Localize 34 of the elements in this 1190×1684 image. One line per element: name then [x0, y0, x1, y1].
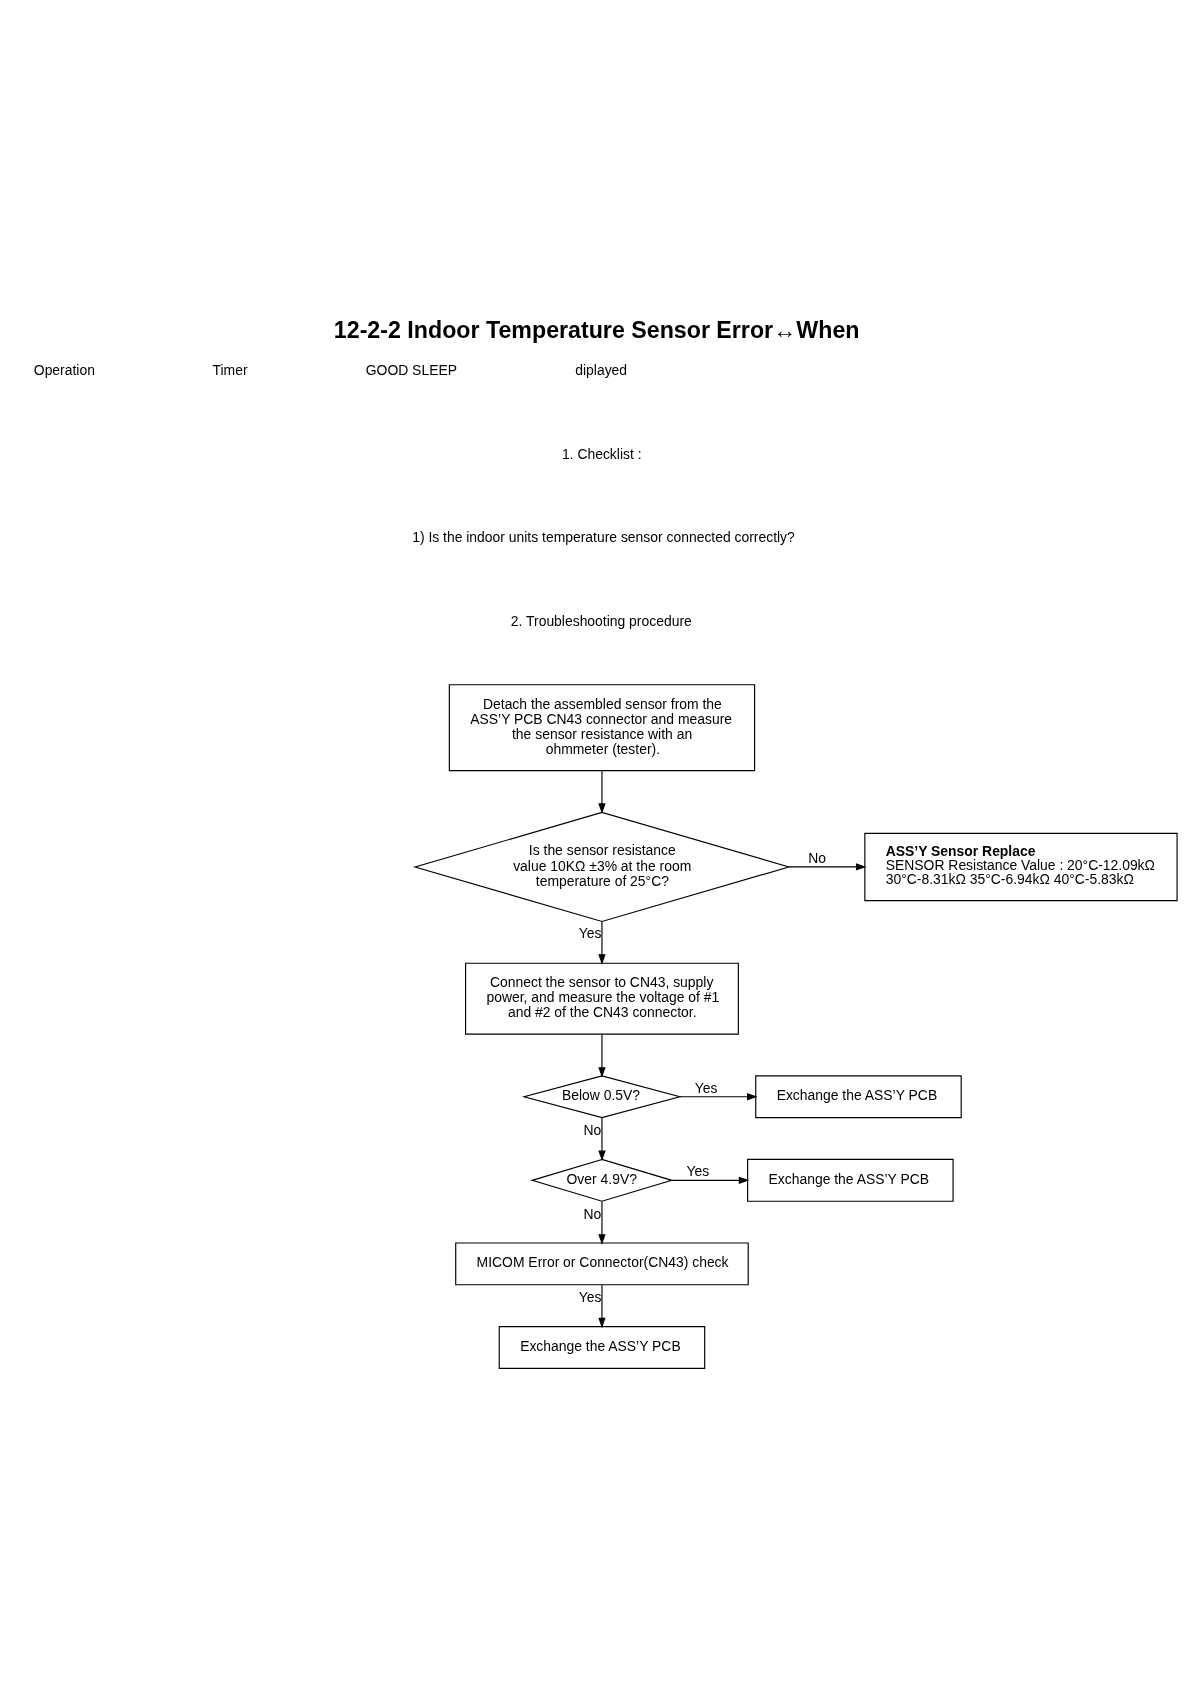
node-diamond: Is the sensor resistance value 10KΩ ±3% at the room temperature of 25°C?	[413, 811, 791, 923]
node-box: Connect the sensor to CN43, supply power, and measure the voltage of #1 and #2 of the CN43 connector.	[465, 962, 739, 1035]
arrow	[679, 1093, 758, 1101]
label: GOOD SLEEP	[365, 361, 457, 378]
arrow	[598, 1284, 606, 1329]
edge-label: Yes	[686, 1163, 710, 1180]
arrow	[671, 1176, 750, 1184]
label: 1) Is the indoor units temperature sensor connected correctly?	[412, 529, 795, 546]
arrow	[598, 770, 606, 814]
arrow	[598, 921, 606, 965]
node-diamond: Below 0.5V?	[521, 1075, 683, 1119]
arrow	[598, 1117, 606, 1162]
arrow	[598, 1201, 606, 1245]
edge-label: Yes	[578, 1289, 602, 1306]
node-box: Exchange the ASS’Y PCB	[498, 1326, 706, 1369]
label: Operation	[33, 361, 95, 378]
edge-label: No	[808, 850, 827, 867]
diagram-title: 12-2-2 Indoor Temperature Sensor Error↔When	[333, 316, 860, 343]
node-box: Exchange the ASS’Y PCB	[755, 1075, 962, 1119]
edge-label: No	[583, 1121, 602, 1138]
edge-label: Yes	[578, 925, 602, 942]
label: 2. Troubleshooting procedure	[510, 612, 692, 629]
label: diplayed	[575, 361, 628, 378]
node-box: ASS’Y Sensor Replace SENSOR Resistance Value : 20°C-12.09kΩ 30°C-8.31kΩ 35°C-6.94kΩ 40°C-5.83kΩ	[864, 832, 1178, 902]
node-box: MICOM Error or Connector(CN43) check	[455, 1242, 749, 1286]
edge-label: Yes	[694, 1079, 718, 1096]
label: 1. Checklist :	[561, 445, 642, 462]
arrow	[788, 863, 867, 871]
node-box: Detach the assembled sensor from the ASS’Y PCB CN43 connector and measure the sensor resistance with an ohmmeter (tester).	[448, 684, 756, 772]
node-box: Exchange the ASS’Y PCB	[747, 1158, 954, 1202]
node-diamond: Over 4.9V?	[530, 1158, 674, 1202]
label: Timer	[212, 361, 248, 378]
edge-label: No	[583, 1205, 602, 1222]
arrow	[598, 1033, 606, 1078]
